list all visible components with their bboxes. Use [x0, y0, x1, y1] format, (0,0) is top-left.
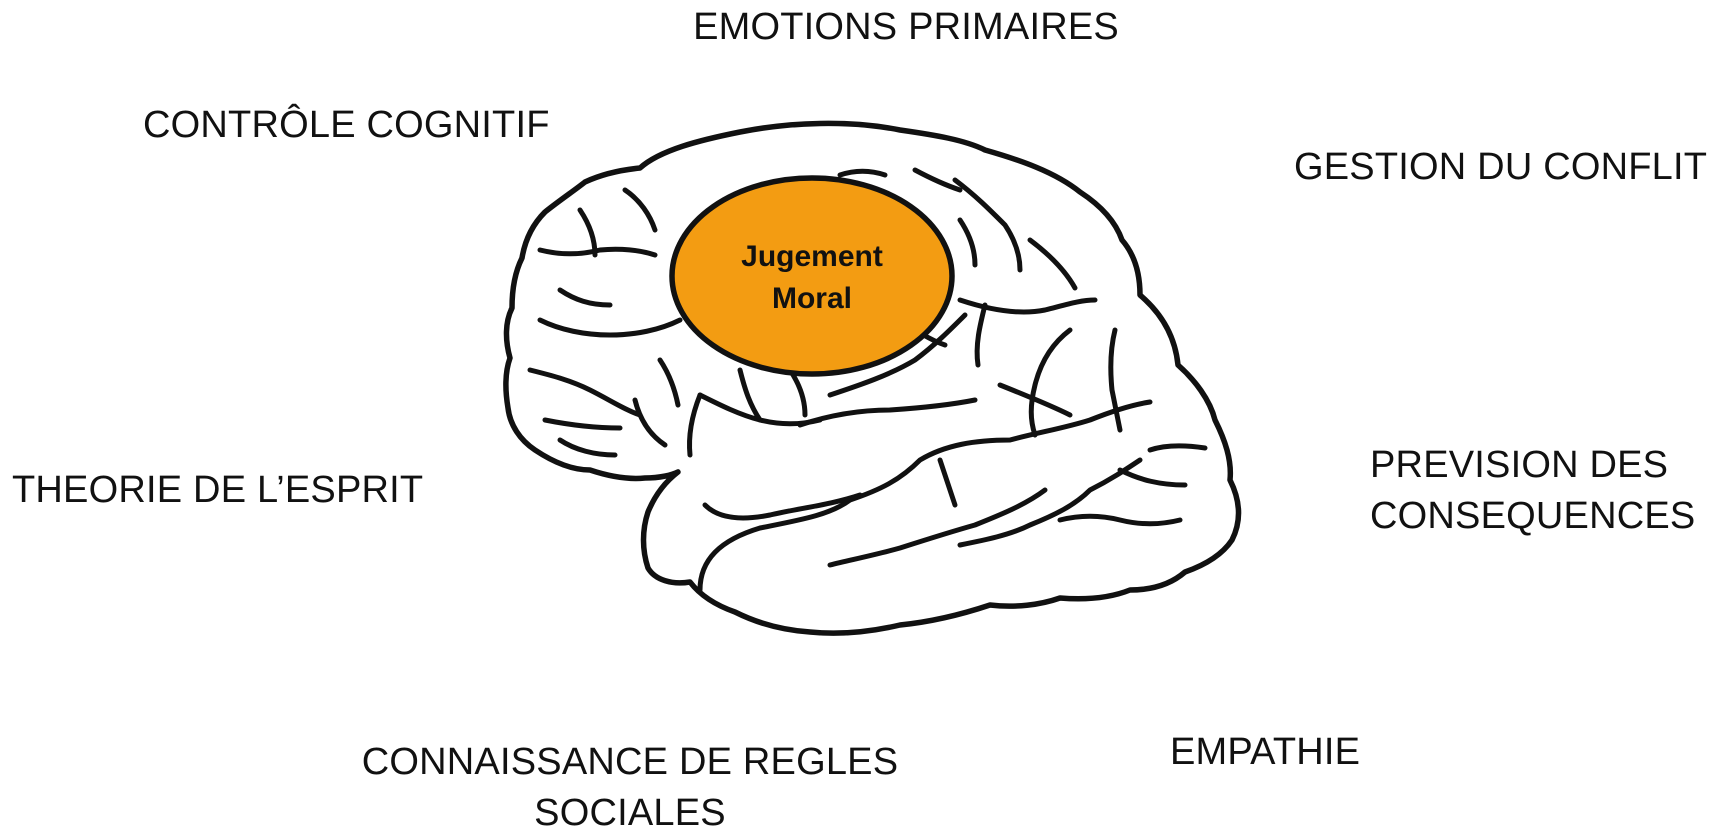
- label-text: GESTION DU CONFLIT: [1294, 146, 1708, 188]
- label-text-line-2: CONSEQUENCES: [1370, 495, 1696, 538]
- label-emotions-primaires: EMOTIONS PRIMAIRES: [0, 2, 1726, 53]
- brain-fold: [1028, 327, 1073, 438]
- label-text-line-2: SOCIALES: [534, 792, 726, 835]
- brain-fold: [1117, 467, 1188, 488]
- label-text-line-1: PREVISION DES: [1370, 444, 1669, 486]
- brain-fold: [952, 177, 1023, 273]
- brain-fold: [1057, 513, 1183, 527]
- brain-fold: [542, 417, 623, 431]
- label-controle-cognitif: CONTRÔLE COGNITIF: [143, 100, 550, 151]
- brain-fold: [1027, 237, 1078, 291]
- brain-fold: [687, 392, 703, 458]
- center-label-line-2: Moral: [772, 282, 852, 315]
- brain-fold: [557, 437, 618, 458]
- brain-fold: [957, 217, 978, 268]
- brain-fold: [632, 397, 668, 448]
- brain-fold: [997, 382, 1073, 418]
- label-connaissance-de-regles-sociales: CONNAISSANCE DE REGLES SOCIALES: [360, 737, 900, 840]
- brain-fold: [827, 312, 968, 398]
- center-label-line-1: Jugement: [741, 240, 883, 273]
- label-empathie: EMPATHIE: [1170, 727, 1360, 778]
- brain-fold: [1147, 443, 1208, 453]
- label-prevision-des-consequences: PREVISION DES CONSEQUENCES: [1370, 440, 1695, 543]
- brain-fold: [577, 207, 598, 258]
- center-ellipse: [669, 175, 955, 377]
- brain-fold: [1108, 327, 1123, 433]
- brain-fold: [537, 317, 683, 338]
- brain-fold: [737, 367, 763, 423]
- label-text: EMOTIONS PRIMAIRES: [693, 6, 1119, 48]
- label-theorie-de-l-esprit: THEORIE DE L’ESPRIT: [12, 465, 423, 516]
- label-gestion-du-conflit: GESTION DU CONFLIT: [1294, 142, 1707, 193]
- brain-fold: [622, 187, 658, 233]
- brain-fold: [697, 399, 1153, 593]
- brain-fold: [537, 246, 658, 258]
- brain-fold: [837, 168, 888, 178]
- brain-fold: [527, 367, 643, 418]
- brain-fold: [827, 487, 1048, 568]
- brain-fold: [912, 167, 963, 193]
- label-text-line-1: CONNAISSANCE DE REGLES: [361, 741, 899, 783]
- brain-fold: [957, 457, 1143, 548]
- brain-fold: [702, 492, 863, 521]
- label-text: THEORIE DE L’ESPRIT: [12, 469, 424, 511]
- brain-fold: [557, 287, 613, 308]
- label-text: EMPATHIE: [1170, 731, 1361, 773]
- brain-fold: [797, 397, 978, 428]
- brain-fold: [974, 302, 988, 368]
- brain-fold: [657, 357, 681, 408]
- brain-fold: [937, 457, 958, 508]
- label-text: CONTRÔLE COGNITIF: [143, 104, 550, 146]
